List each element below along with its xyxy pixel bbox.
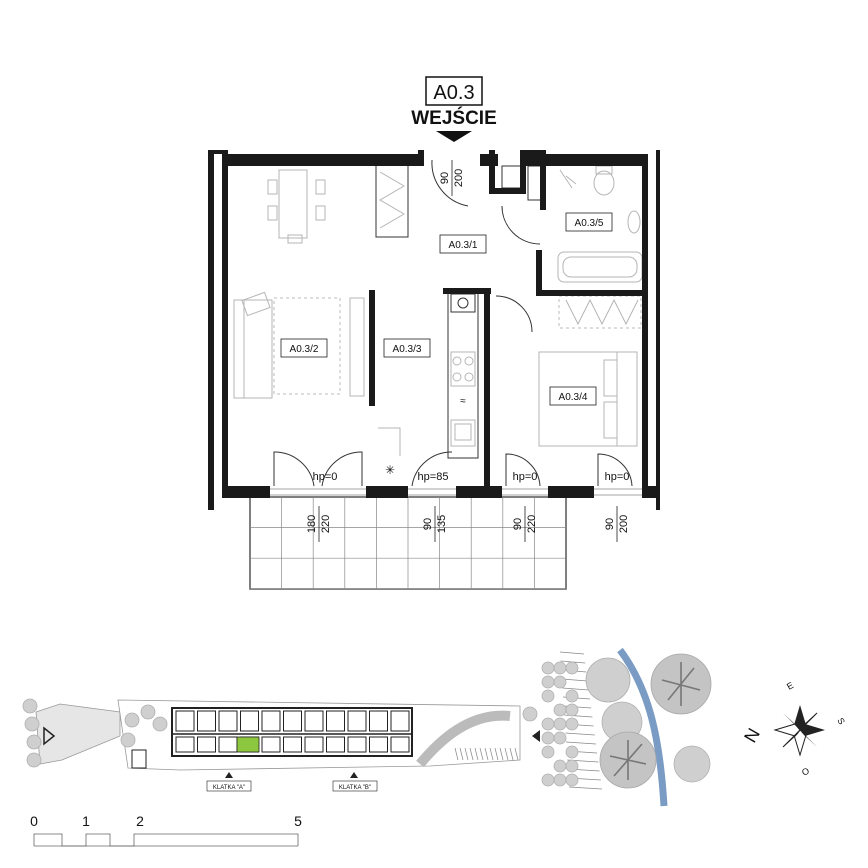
kitchen-counter: ≈ xyxy=(447,289,479,459)
room-label-r5: A0.3/5 xyxy=(565,212,613,232)
bedroom-wall xyxy=(536,290,648,296)
shaft-wall-3 xyxy=(520,150,526,194)
bedroom-door-swing-south xyxy=(505,453,541,487)
sill-height-2: hp=85 xyxy=(418,471,449,483)
svg-text:135: 135 xyxy=(436,515,448,533)
svg-text:A0.3/2: A0.3/2 xyxy=(290,344,319,355)
sill-height-1: hp=0 xyxy=(313,471,338,483)
svg-text:✳: ✳ xyxy=(385,463,395,477)
terrace-door-swing-2 xyxy=(321,451,363,487)
opening-dim-1: 180 220 xyxy=(306,506,332,542)
kitchen-wall-right xyxy=(484,288,490,488)
scale-tick-5: 5 xyxy=(294,813,302,829)
terrace xyxy=(249,496,567,590)
opening-dim-entrance: 90 200 xyxy=(439,160,465,196)
sofa xyxy=(233,291,341,399)
scale-tick-2: 2 xyxy=(136,813,144,829)
apartment-code: A0.3 xyxy=(433,82,474,104)
kitchen-wall-top xyxy=(443,288,491,294)
opening-dim-4: 90 200 xyxy=(604,506,630,542)
entrance-arrow-icon xyxy=(436,131,472,142)
compass-rose: N E S O xyxy=(740,680,847,778)
site-east-arrow-icon xyxy=(532,730,540,742)
svg-text:200: 200 xyxy=(453,169,465,187)
bathroom-wall-left xyxy=(540,150,546,210)
compass-letter-e: E xyxy=(785,680,795,692)
compass-letter-n: N xyxy=(740,725,764,746)
south-window-glazing xyxy=(270,488,642,496)
room-label-r2: A0.3/2 xyxy=(280,338,328,358)
stairwell-label-a: KLATKA "A" xyxy=(213,785,245,791)
stairwell-label-b: KLATKA "B" xyxy=(339,785,371,791)
building-footprint xyxy=(171,707,413,757)
svg-text:90: 90 xyxy=(439,172,451,184)
svg-text:A0.3/5: A0.3/5 xyxy=(575,218,604,229)
svg-text:≈: ≈ xyxy=(460,396,466,407)
bed xyxy=(538,351,638,447)
opening-dim-3: 90 220 xyxy=(512,506,538,542)
apartment-code-box: A0.3 xyxy=(425,76,483,106)
bathroom-wall xyxy=(536,250,542,296)
tv-cabinet xyxy=(349,297,365,397)
scale-bar: 0 1 2 5 xyxy=(30,813,302,847)
outer-walls xyxy=(208,150,660,510)
svg-text:A0.3/3: A0.3/3 xyxy=(393,344,422,355)
cabinet-door xyxy=(378,427,401,456)
room-label-r4: A0.3/4 xyxy=(549,386,597,406)
svg-text:200: 200 xyxy=(618,515,630,533)
opening-dim-2: 90 135 xyxy=(422,506,448,542)
entrance-label: WEJŚCIE xyxy=(411,107,497,129)
partition-wall xyxy=(369,290,375,406)
svg-text:90: 90 xyxy=(512,518,524,530)
svg-text:A0.3/1: A0.3/1 xyxy=(449,240,478,251)
sill-height-3: hp=0 xyxy=(513,471,538,483)
shaft-wall-4 xyxy=(526,150,546,156)
large-trees xyxy=(585,653,712,789)
shaft-b xyxy=(527,165,543,201)
shaft-wall-2 xyxy=(489,188,521,194)
compass-letter-o: O xyxy=(800,766,811,778)
scale-tick-1: 1 xyxy=(82,813,90,829)
site-plan: KLATKA "A" KLATKA "B" xyxy=(22,647,712,807)
svg-text:90: 90 xyxy=(422,518,434,530)
svg-text:220: 220 xyxy=(526,515,538,533)
apartment-highlight xyxy=(236,736,260,753)
svg-text:180: 180 xyxy=(306,515,318,533)
kitchen-window-swing xyxy=(411,451,453,487)
wardrobe-hall xyxy=(375,164,409,238)
bedroom-door-swing xyxy=(495,295,533,333)
scale-tick-0: 0 xyxy=(30,813,38,829)
bathroom-door-swing xyxy=(501,205,541,245)
svg-text:220: 220 xyxy=(320,515,332,533)
bedroom-window-swing xyxy=(597,453,633,487)
svg-text:A0.3/4: A0.3/4 xyxy=(559,392,588,403)
wardrobe-bedroom xyxy=(558,295,642,329)
shaft-wall-1 xyxy=(489,150,495,194)
river xyxy=(617,647,668,807)
svg-text:90: 90 xyxy=(604,518,616,530)
terrace-door-swing-1 xyxy=(273,451,315,487)
compass-letter-s: S xyxy=(835,716,847,726)
room-label-r3: A0.3/3 xyxy=(383,338,431,358)
sill-height-4: hp=0 xyxy=(605,471,630,483)
entrance-door-swing xyxy=(431,159,469,207)
site-entry-arrow-icon xyxy=(43,726,56,746)
room-label-r1: A0.3/1 xyxy=(439,234,487,254)
dining-table xyxy=(267,169,326,244)
